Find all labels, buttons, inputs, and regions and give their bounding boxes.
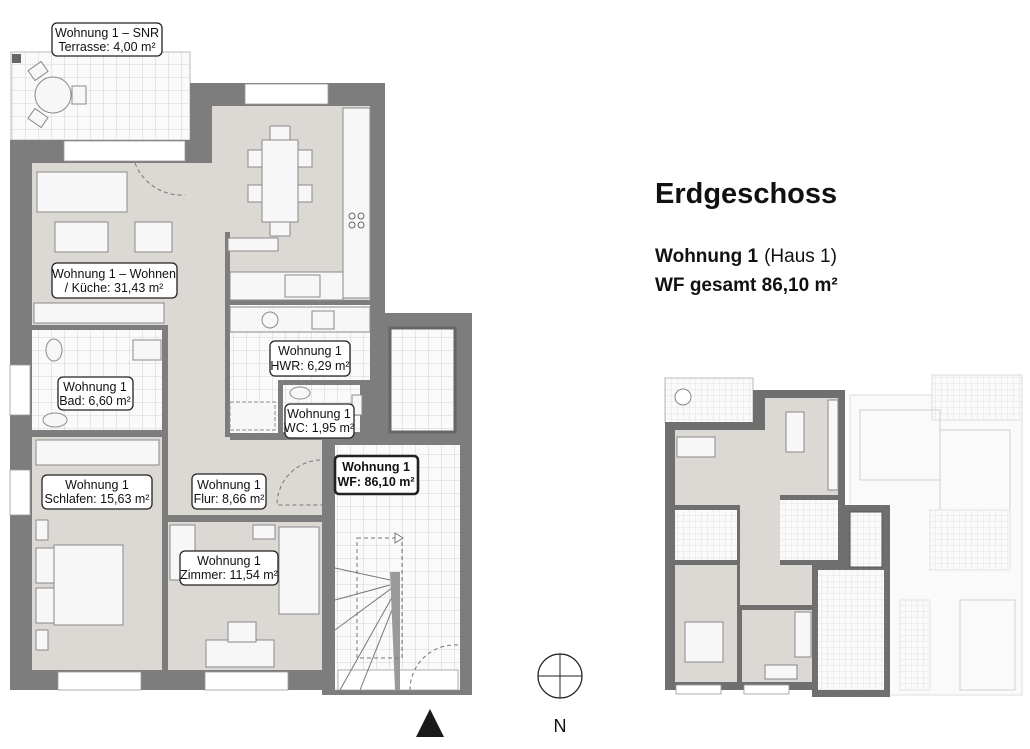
label-line: WF: 86,10 m² [337, 475, 414, 489]
terrace [10, 51, 191, 141]
dining-table [261, 139, 299, 223]
label-line: Schlafen: 15,63 m² [45, 492, 150, 506]
label-line: Wohnung 1 – Wohnen [52, 267, 176, 281]
kitchen-counter [342, 107, 371, 299]
washing-machine [261, 311, 279, 329]
label-line: HWR: 6,29 m² [270, 359, 349, 373]
terrace-table [34, 76, 72, 114]
label-line: Wohnung 1 [197, 478, 261, 492]
north-label: N [554, 716, 567, 736]
sideboard [33, 302, 165, 324]
label-line: / Küche: 31,43 m² [65, 281, 164, 295]
armchair [134, 221, 173, 253]
total-area: WF gesamt 86,10 m² [655, 275, 838, 296]
label-flur: Wohnung 1 Flur: 8,66 m² [191, 473, 267, 510]
label-line: Wohnung 1 [197, 554, 261, 568]
shaft [388, 326, 457, 434]
sofa [36, 171, 128, 213]
label-line: Zimmer: 11,54 m² [180, 568, 278, 582]
key-plan [664, 374, 1023, 697]
label-line: WC: 1,95 m² [284, 421, 354, 435]
label-wohnen: Wohnung 1 – Wohnen / Küche: 31,43 m² [51, 262, 178, 299]
entrance-arrow-icon [416, 709, 444, 737]
coffee-table [54, 221, 109, 253]
floor-title: Erdgeschoss [655, 178, 837, 210]
label-line: Flur: 8,66 m² [194, 492, 265, 506]
sink [284, 274, 321, 298]
stairs [334, 567, 399, 691]
label-wf: Wohnung 1 WF: 86,10 m² [333, 454, 420, 496]
chair [227, 621, 257, 643]
windows [9, 83, 459, 691]
label-line: Wohnung 1 [342, 460, 410, 474]
wardrobe [35, 439, 160, 466]
washbasin [42, 412, 68, 428]
label-schlafen: Wohnung 1 Schlafen: 15,63 m² [41, 474, 153, 510]
compass-icon [537, 653, 583, 699]
label-line: Wohnung 1 – SNR [55, 26, 159, 40]
label-terrasse: Wohnung 1 – SNR Terrasse: 4,00 m² [51, 22, 163, 57]
label-wc: Wohnung 1 WC: 1,95 m² [284, 403, 355, 439]
house-name: (Haus 1) [764, 246, 837, 267]
unit-subtitle: Wohnung 1(Haus 1) [655, 246, 837, 267]
label-line: Wohnung 1 [63, 380, 127, 394]
label-zimmer: Wohnung 1 Zimmer: 11,54 m² [179, 550, 279, 586]
bed [53, 544, 124, 626]
label-line: Wohnung 1 [287, 407, 351, 421]
toilet [45, 338, 63, 362]
label-hwr: Wohnung 1 HWR: 6,29 m² [269, 340, 351, 377]
label-line: Wohnung 1 [278, 344, 342, 358]
label-line: Wohnung 1 [65, 478, 129, 492]
single-bed [278, 526, 320, 615]
unit-name: Wohnung 1 [655, 246, 759, 267]
label-line: Terrasse: 4,00 m² [58, 40, 155, 54]
desk [205, 639, 275, 668]
furniture [33, 107, 459, 691]
label-bad: Wohnung 1 Bad: 6,60 m² [57, 376, 134, 411]
label-line: Bad: 6,60 m² [59, 394, 131, 408]
